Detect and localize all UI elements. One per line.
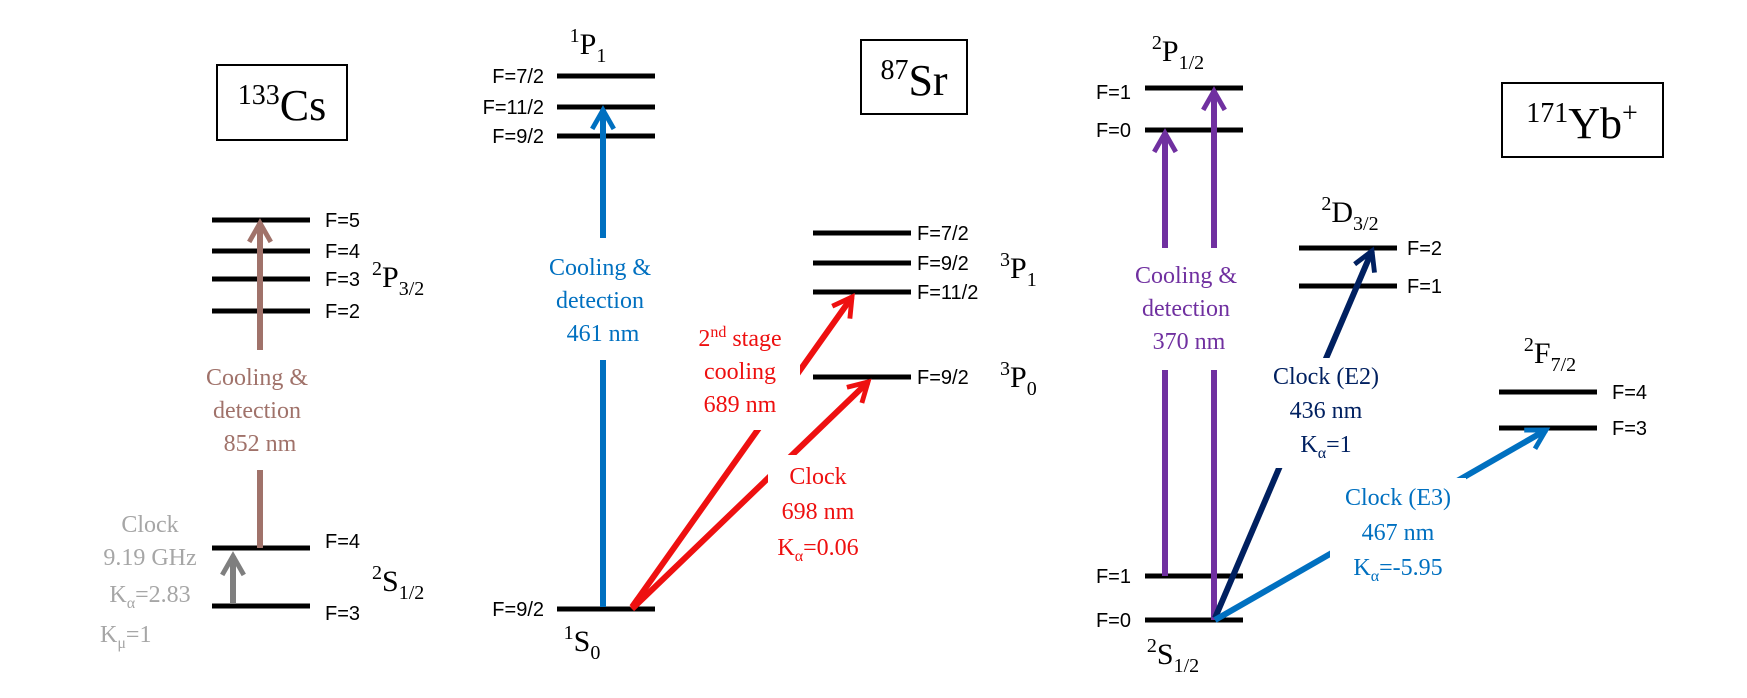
yb-e2-wavelength: 436 nm: [1290, 398, 1363, 424]
cs-clock-freq: 9.19 GHz: [103, 545, 196, 571]
yb-p12-f-label: F=0: [1096, 120, 1131, 142]
yb-title-box: [1501, 82, 1664, 158]
sr-3p1-f-label: F=7/2: [917, 223, 969, 245]
cs-k-alpha: Kα=2.83: [109, 582, 190, 612]
cs-title-box: [216, 64, 348, 141]
yb-f72-state-label: 2F7/2: [1524, 334, 1576, 376]
yb-p12-state-label: 2P1/2: [1152, 32, 1204, 74]
yb-cooling-label: Cooling & detection 370 nm: [1135, 263, 1243, 355]
yb-e2-label-bg: [1262, 358, 1392, 468]
sr-3p1-f-label: F=9/2: [917, 253, 969, 275]
sr-title: 87Sr: [880, 55, 947, 105]
yb-e2-k-alpha: Kα=1: [1300, 432, 1351, 462]
cs-k-mu: Kμ=1: [100, 622, 151, 652]
yb-title: 171Yb+: [1526, 98, 1638, 148]
sr-clock-wavelength: 698 nm: [782, 499, 855, 525]
sr-second-stage-wavelength: 689 nm: [704, 392, 777, 418]
yb-e3-label-bg: [1330, 478, 1466, 588]
yb-f72-f-label: F=4: [1612, 382, 1647, 404]
cs-p32-f-label: F=4: [325, 241, 360, 263]
yb-p12-f-label: F=1: [1096, 82, 1131, 104]
sr-cooling-label: Cooling & detection 461 nm: [549, 255, 657, 347]
cs-p32-f-label: F=5: [325, 210, 360, 232]
sr-1s0-state-label: 1S0: [564, 622, 601, 664]
sr-p1-f-label: F=11/2: [483, 97, 544, 119]
sr-clock-label-bg: [768, 455, 880, 565]
sr-3p1-state-label: 3P1: [1000, 249, 1037, 291]
cs-clock-label: Clock: [121, 512, 178, 538]
sr-clock-label: Clock: [789, 464, 846, 490]
sr-clock-k-alpha: Kα=0.06: [777, 535, 858, 565]
yb-e2-label: Clock (E2): [1273, 364, 1379, 390]
sr-p1-f-label: F=7/2: [492, 66, 544, 88]
cs-title: 133Cs: [238, 80, 326, 130]
yb-e3-label: Clock (E3): [1345, 485, 1451, 511]
sr-title-box: [860, 39, 968, 115]
sr-p1-state-label: 1P1: [570, 25, 607, 67]
sr-second-stage-cooling: cooling: [704, 359, 776, 385]
sr-second-stage-label: 2nd stage: [698, 324, 781, 352]
cs-p32-f-label: F=2: [325, 301, 360, 323]
yb-d32-f-label: F=2: [1407, 238, 1442, 260]
yb-d32-state-label: 2D3/2: [1321, 193, 1378, 235]
yb-f72-f-label: F=3: [1612, 418, 1647, 440]
yb-e3-wavelength: 467 nm: [1362, 520, 1435, 546]
yb-section: 2P1/2 F=1 F=0 171Yb+ 2D3/2 F=2 F=1 2F7/2…: [1096, 32, 1664, 677]
sr-3p0-state-label: 3P0: [1000, 358, 1037, 400]
sr-second-stage-label-bg: [688, 320, 800, 430]
cs-cooling-label: Cooling & detection 852 nm: [206, 365, 314, 457]
yb-d32-f-label: F=1: [1407, 276, 1442, 298]
cs-s12-f-label: F=4: [325, 531, 360, 553]
sr-3p0-f-label: F=9/2: [917, 367, 969, 389]
yb-s12-f-label: F=1: [1096, 566, 1131, 588]
cs-s12-state-label: 2S1/2: [372, 562, 424, 604]
yb-e3-k-alpha: Kα=-5.95: [1353, 555, 1442, 585]
sr-clock-arrow: [629, 378, 872, 612]
cs-s12-f-label: F=3: [325, 603, 360, 625]
sr-second-stage-arrow: [629, 293, 855, 609]
sr-3p1-f-label: F=11/2: [917, 282, 978, 304]
yb-s12-state-label: 2S1/2: [1147, 635, 1199, 677]
cs-section: 133Cs F=5 F=4 F=3 F=2 2P3/2 F=4 F=3 2S1/…: [100, 64, 424, 652]
cs-p32-f-label: F=3: [325, 269, 360, 291]
sr-1s0-f-label: F=9/2: [492, 599, 544, 621]
sr-section: 1P1 F=7/2 F=11/2 F=9/2 87Sr F=7/2 F=9/2 …: [483, 25, 1037, 664]
cs-p32-state-label: 2P3/2: [372, 258, 424, 300]
yb-s12-f-label: F=0: [1096, 610, 1131, 632]
sr-p1-f-label: F=9/2: [492, 126, 544, 148]
